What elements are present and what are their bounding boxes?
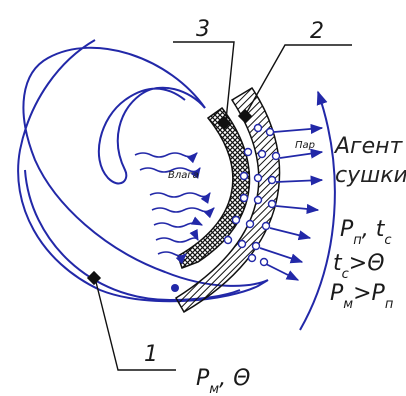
callout-3: 3: [196, 17, 210, 42]
svg-text:Pм>Pп: Pм>Pп: [330, 281, 394, 312]
vapor-bubbles: [223, 123, 281, 267]
vapor-arrows: [259, 123, 324, 281]
callout-1: 1: [144, 342, 158, 367]
sensor-1: [86, 270, 102, 286]
callout-line-2: [246, 44, 352, 113]
product-outline: [17, 39, 269, 303]
svg-text:Pм, Θ: Pм, Θ: [196, 366, 250, 396]
vapor-label: Пар: [295, 140, 315, 151]
layer-2-hatched: [174, 86, 281, 314]
drying-agent-label-line2: сушки: [335, 163, 406, 188]
drying-agent-flow: [299, 90, 336, 331]
drying-agent-label-line1: Агент: [333, 134, 404, 159]
agent-params: Pп, tc: [340, 217, 392, 248]
surface-params: Pм, Θ: [196, 366, 250, 396]
surface-point: [171, 284, 179, 292]
svg-text:tc>Θ: tc>Θ: [333, 251, 385, 282]
product-outline-bottom: [24, 169, 241, 302]
svg-text:Pп, tc: Pп, tc: [340, 217, 392, 248]
moisture-arrows: [134, 152, 215, 265]
callout-2: 2: [310, 19, 324, 44]
condition-pressure: Pм>Pп: [330, 281, 394, 312]
callout-line-3: [173, 41, 235, 121]
condition-temperature: tc>Θ: [333, 251, 385, 282]
product-outline-inner: [98, 86, 206, 185]
moisture-label: Влага: [168, 170, 199, 181]
callout-line-1: [95, 281, 176, 371]
